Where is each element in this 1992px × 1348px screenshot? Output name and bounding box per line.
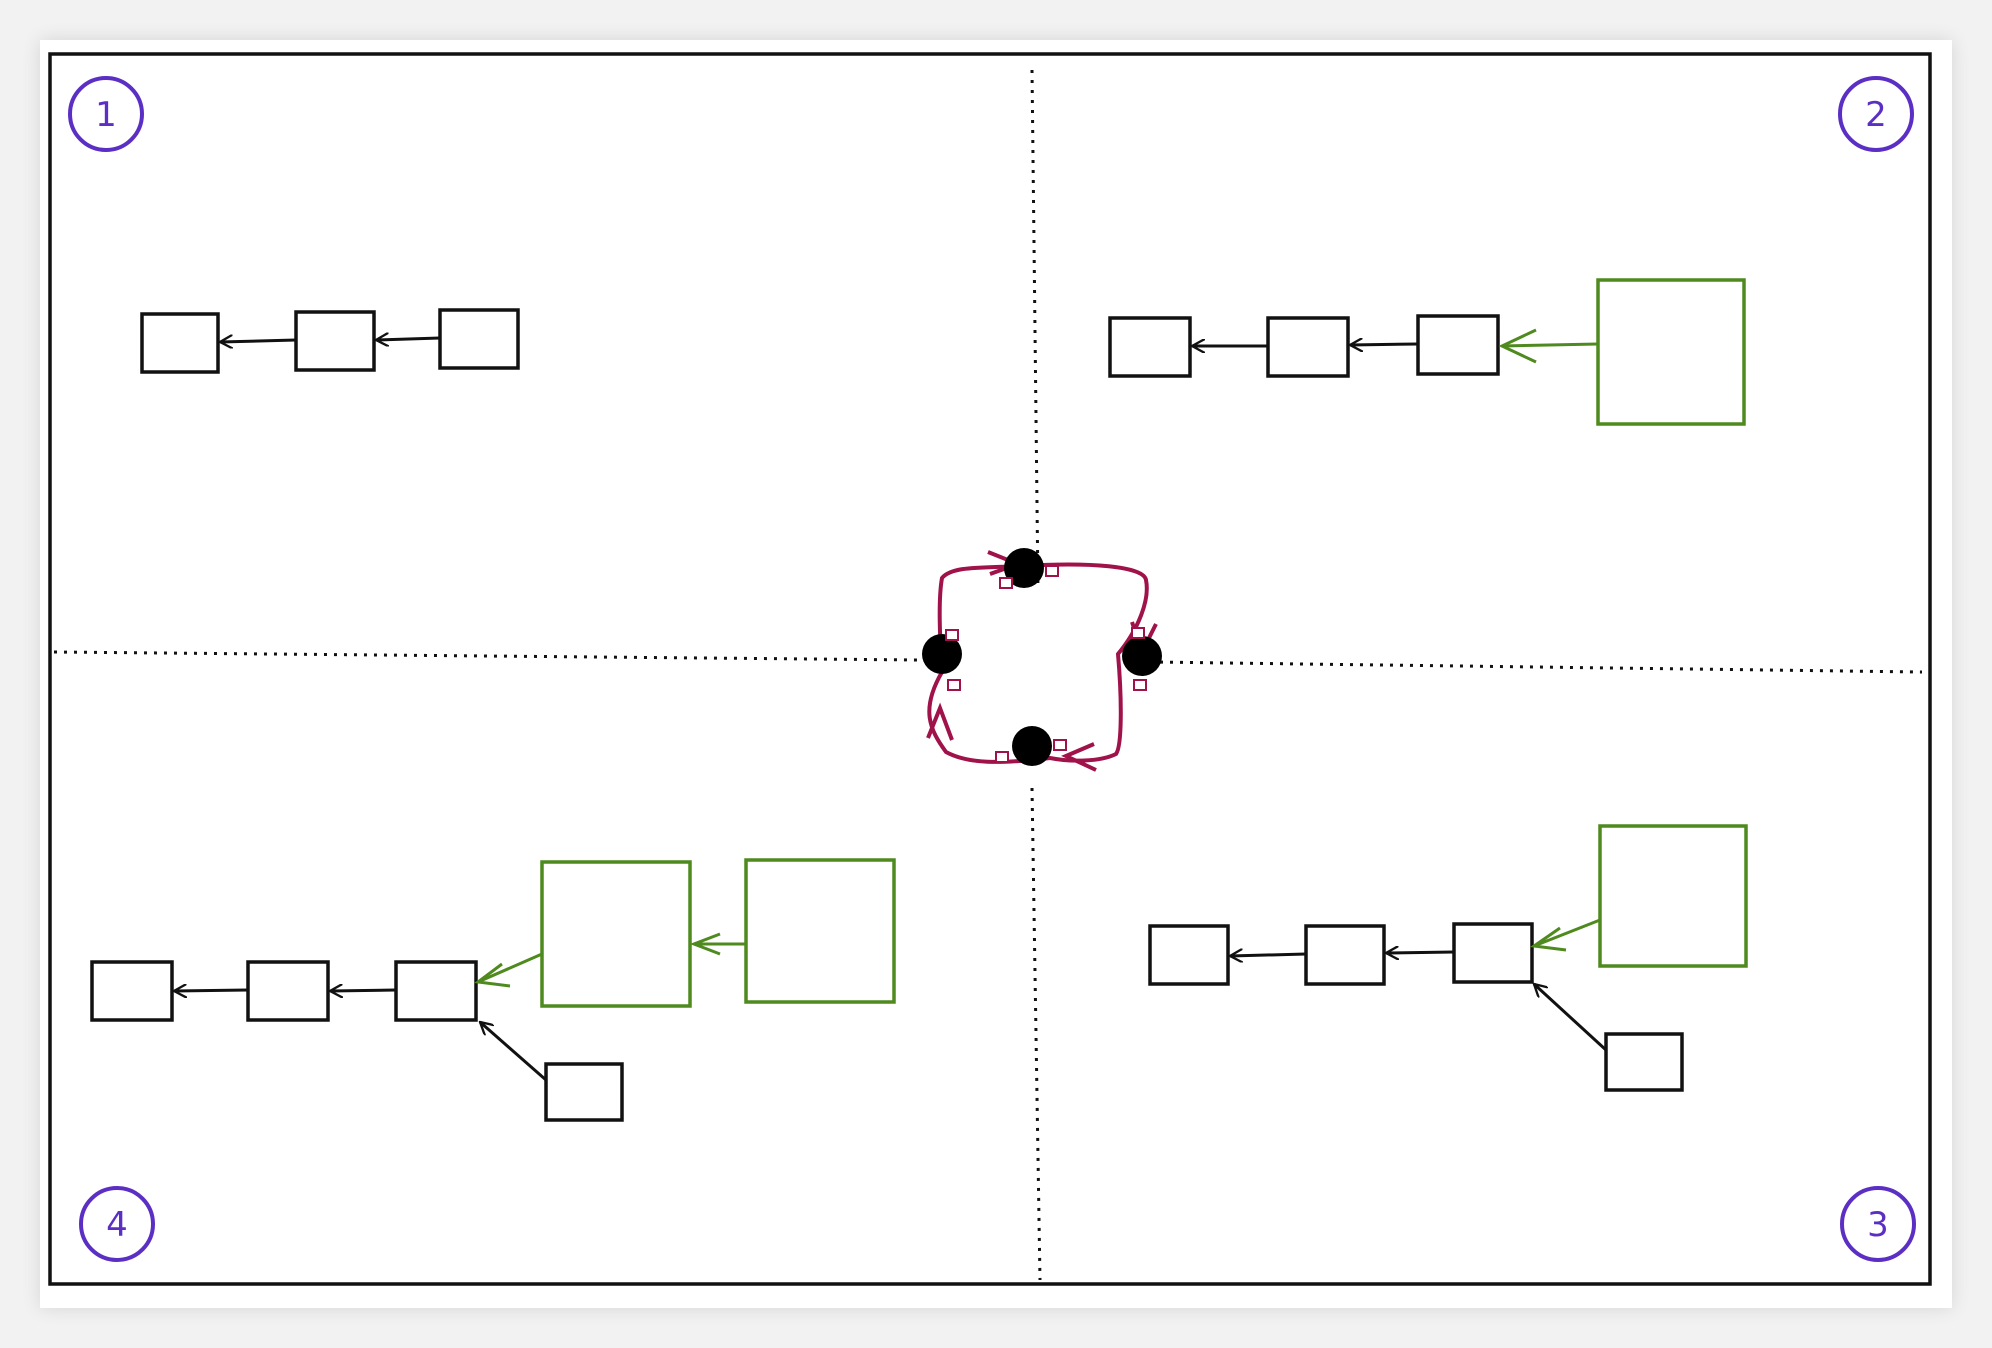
fork-arrow — [477, 952, 543, 984]
small-block — [1053, 739, 1067, 751]
chain-arrow — [220, 340, 297, 342]
node-right — [1122, 636, 1162, 676]
small-block — [999, 577, 1013, 589]
node-top — [1004, 548, 1044, 588]
side-arrow — [1534, 984, 1608, 1052]
blockchain-quadrant-diagram: 1 2 3 4 — [48, 52, 1932, 1286]
quadrant-number: 1 — [95, 95, 117, 135]
quadrant-label-1: 1 — [68, 76, 144, 152]
small-block — [995, 751, 1009, 763]
fork-arrow — [1501, 342, 1599, 348]
fork-arrowhead-icon — [1529, 926, 1567, 952]
quadrant-3-chain — [1148, 824, 1748, 1092]
block — [294, 310, 376, 372]
diagram-card: 1 2 3 4 — [40, 40, 1952, 1308]
label-circle-icon — [1840, 1186, 1916, 1262]
cycle-arrowhead-icon — [926, 702, 954, 741]
small-block — [945, 629, 959, 641]
label-circle-icon — [68, 76, 144, 152]
divider-left — [53, 650, 921, 662]
block — [140, 312, 220, 374]
quadrant-label-2: 2 — [1838, 76, 1914, 152]
chain-arrow — [1386, 952, 1455, 953]
block — [246, 960, 330, 1022]
side-block — [1604, 1032, 1684, 1092]
block — [1416, 314, 1500, 376]
block — [1452, 922, 1534, 984]
quadrant-number: 2 — [1865, 95, 1887, 135]
fork-block — [1598, 824, 1748, 968]
node-bottom — [1012, 726, 1052, 766]
fork-arrow — [1533, 918, 1601, 948]
fork-block — [540, 860, 692, 1008]
fork-block — [1596, 278, 1746, 426]
quadrant-label-3: 3 — [1840, 1186, 1916, 1262]
block — [90, 960, 174, 1022]
cycle-arrowhead-icon — [1061, 742, 1097, 772]
quadrant-number: 4 — [106, 1205, 128, 1245]
quadrant-number: 3 — [1867, 1205, 1889, 1245]
small-block — [947, 679, 961, 691]
quadrant-4-chain — [90, 858, 896, 1122]
block — [1304, 924, 1386, 986]
block — [1148, 924, 1230, 986]
center-cycle — [922, 548, 1162, 772]
quadrant-2-chain — [1108, 278, 1746, 426]
side-block — [544, 1062, 624, 1122]
small-block — [1133, 679, 1147, 691]
small-block — [1045, 565, 1059, 577]
block — [438, 308, 520, 370]
fork-block — [744, 858, 896, 1004]
chain-arrow — [1230, 954, 1307, 956]
chain-arrow — [1350, 344, 1419, 345]
fork-arrowhead-icon — [474, 962, 511, 988]
divider-right — [1149, 660, 1923, 674]
block — [1266, 316, 1350, 378]
label-circle-icon — [1838, 76, 1914, 152]
divider-bottom — [1030, 787, 1042, 1281]
small-block — [1131, 627, 1145, 639]
divider-top — [1030, 69, 1040, 591]
cycle-loop — [927, 562, 1149, 764]
fork-arrowhead-icon — [1498, 328, 1537, 364]
block — [394, 960, 478, 1022]
fork-arrowhead-icon — [689, 932, 721, 956]
node-left — [922, 634, 962, 674]
block — [1108, 316, 1192, 378]
chain-arrow — [174, 990, 249, 991]
side-arrow — [480, 1022, 547, 1082]
quadrant-1-chain — [140, 308, 520, 374]
quadrant-label-4: 4 — [79, 1186, 155, 1262]
outer-frame — [48, 52, 1932, 1286]
chain-arrow — [376, 338, 441, 340]
label-circle-icon — [79, 1186, 155, 1262]
chain-arrow — [330, 990, 397, 991]
